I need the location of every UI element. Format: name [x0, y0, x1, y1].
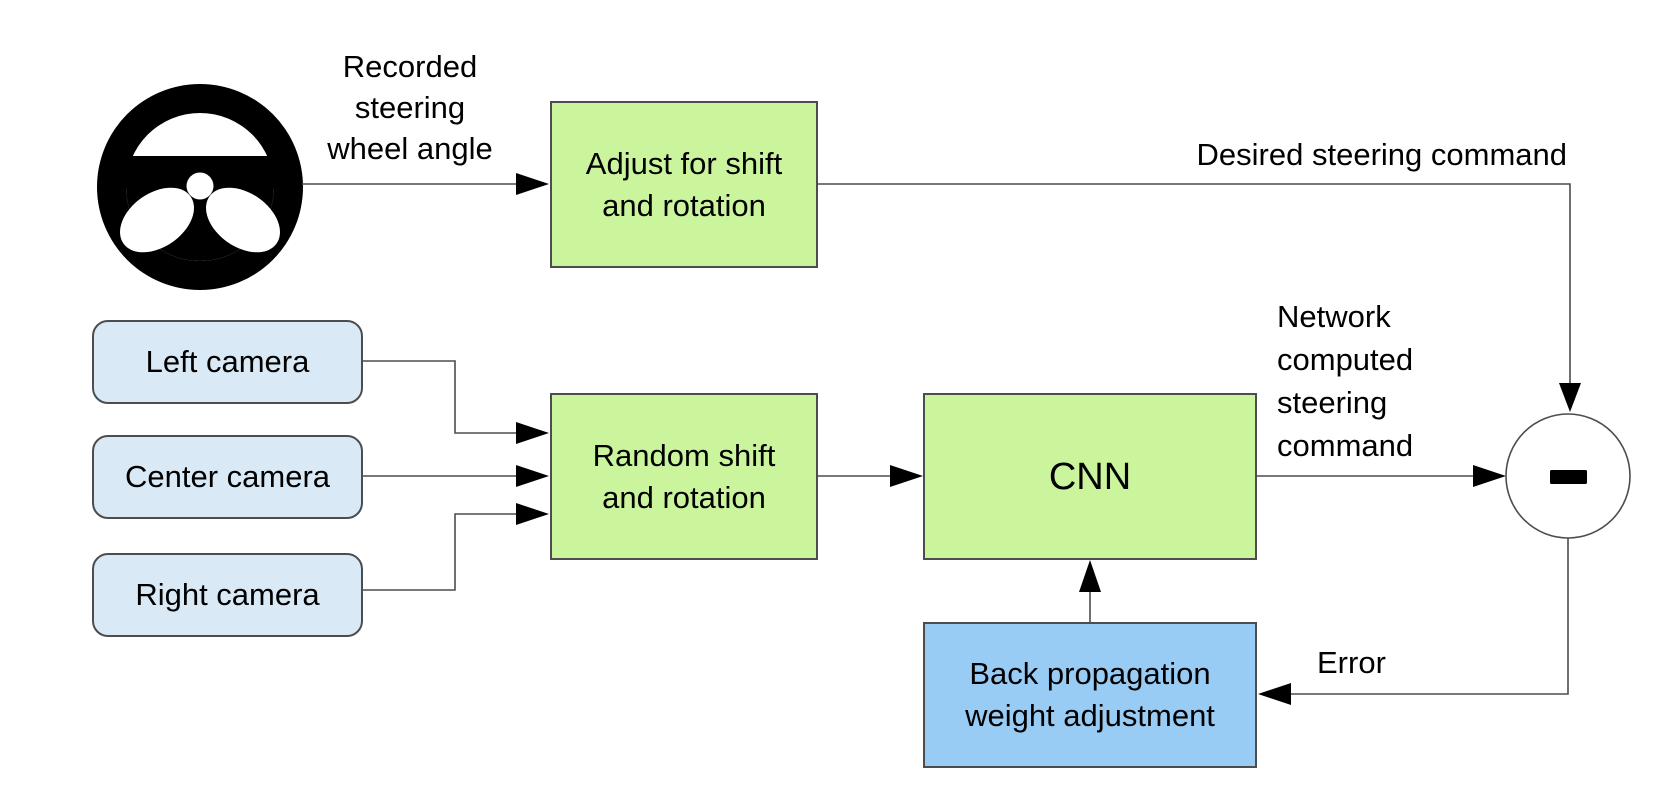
- network-computed-steering-command-label: Network computed steering command: [1277, 299, 1414, 463]
- right-camera-box: Right camera: [92, 553, 363, 637]
- center-camera-to-random-arrow: [363, 465, 549, 487]
- sum-junction: [1505, 413, 1631, 539]
- random-to-cnn-arrow: [818, 465, 923, 487]
- left-camera-label: Left camera: [145, 344, 310, 379]
- cnn-to-sum-arrow: [1257, 465, 1506, 487]
- recorded-steering-wheel-angle-label: Recorded steering wheel angle: [327, 49, 493, 166]
- backprop-weight-adjustment-label: Back propagation weight adjustment: [965, 656, 1215, 733]
- left-camera-to-random-arrow: [363, 360, 549, 444]
- adjust-shift-rotation-box: Adjust for shift and rotation: [550, 101, 818, 268]
- random-shift-rotation-label: Random shift and rotation: [592, 437, 776, 515]
- sum-to-backprop-arrow: [1258, 538, 1569, 705]
- steering-wheel-icon: [97, 84, 303, 290]
- cnn-box: CNN: [923, 393, 1257, 560]
- minus-icon: [1550, 470, 1587, 484]
- desired-steering-command-label: Desired steering command: [1196, 137, 1567, 172]
- adjust-to-sum-arrow: [818, 183, 1581, 412]
- right-camera-to-random-arrow: [363, 503, 549, 591]
- backprop-to-cnn-arrow: [1079, 560, 1101, 622]
- center-camera-box: Center camera: [92, 435, 363, 519]
- adjust-shift-rotation-label: Adjust for shift and rotation: [585, 145, 783, 223]
- right-camera-label: Right camera: [135, 577, 320, 612]
- center-camera-label: Center camera: [124, 459, 331, 494]
- cnn-label: CNN: [1048, 455, 1132, 498]
- random-shift-rotation-box: Random shift and rotation: [550, 393, 818, 560]
- backprop-weight-adjustment-box: Back propagation weight adjustment: [923, 622, 1257, 768]
- error-label: Error: [1317, 645, 1386, 680]
- left-camera-box: Left camera: [92, 320, 363, 404]
- wheel-to-adjust-arrow: [302, 173, 549, 195]
